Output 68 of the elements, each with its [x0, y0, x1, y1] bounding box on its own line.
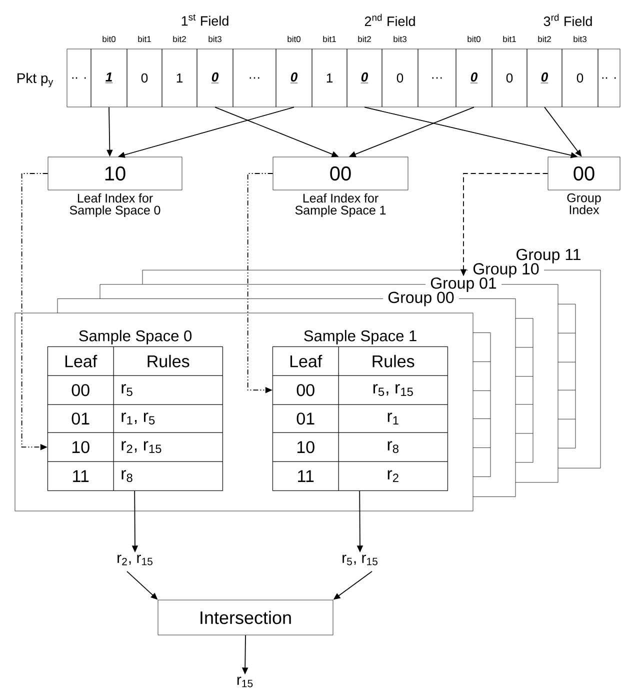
bit-cell: 0	[346, 48, 382, 108]
bit-label: bit1	[323, 36, 336, 42]
table-cell: 10	[47, 432, 114, 462]
bit-label: bit3	[574, 36, 586, 42]
bit-cell: .. .	[66, 48, 92, 108]
bit-cell: …	[232, 48, 276, 108]
bit-cell: 1	[162, 48, 198, 108]
index-caption: Group Index	[567, 193, 601, 214]
bit-cell: 0	[276, 48, 312, 108]
result-text: r$_{2}$, r$_{15}$	[118, 554, 152, 566]
table-cell: 10	[272, 432, 339, 462]
table-cell: 00	[47, 375, 114, 405]
table-cell: Rules	[338, 346, 448, 376]
bit-cell: .. .	[598, 48, 620, 108]
result-text: r$_{5}$, r$_{15}$	[342, 554, 378, 566]
table-cell: 01	[47, 404, 114, 433]
bit-label: bit2	[538, 36, 551, 42]
group-label: Group 00	[386, 290, 456, 308]
bit-cell: 0	[562, 48, 598, 108]
field-label: 2$^{nd}$ Field	[364, 14, 415, 26]
table-cell: 00	[272, 375, 339, 405]
bit-label: bit3	[208, 36, 222, 42]
bit-cell: 0	[456, 48, 492, 108]
bit-label: bit0	[468, 36, 481, 42]
table-cell: r$_{5}$	[113, 375, 223, 405]
bit-cell: 0	[126, 48, 162, 108]
table-cell: r$_{1}$	[338, 404, 448, 433]
bit-cell: 0	[196, 48, 234, 108]
table-cell: r$_{8}$	[338, 432, 448, 462]
group-label: Group 11	[514, 248, 582, 264]
table-cell: 11	[47, 461, 114, 491]
index-caption: Leaf Index for Sample Space 0	[70, 193, 160, 218]
index-box: 10	[48, 156, 182, 190]
table-heading: Sample Space 0	[79, 330, 192, 344]
table-heading: Sample Space 1	[304, 330, 416, 344]
bit-cell: 1	[90, 48, 128, 108]
group-label: Group 01	[429, 276, 498, 293]
bit-cell: 0	[382, 48, 418, 108]
field-label: 1$^{st}$ Field	[182, 14, 228, 26]
table-cell: r$_{1}$, r$_{5}$	[113, 404, 223, 433]
index-box: 00	[548, 156, 620, 190]
result-text: r$_{15}$	[237, 676, 253, 688]
table-cell: Leaf	[272, 346, 339, 376]
bit-label: bit2	[173, 36, 186, 42]
field-label: 3$^{rd}$ Field	[544, 14, 592, 26]
index-box: 00	[272, 156, 408, 190]
group-label: Group 10	[472, 262, 540, 279]
bit-cell: 0	[526, 48, 562, 108]
bit-cell: 1	[312, 48, 348, 108]
bit-label: bit2	[358, 36, 371, 42]
bit-label: bit0	[102, 36, 116, 42]
index-caption: Leaf Index for Sample Space 1	[295, 193, 386, 218]
table-cell: Rules	[113, 346, 223, 376]
table-cell: 01	[272, 404, 339, 433]
bit-label: bit0	[288, 36, 301, 42]
table-cell: 11	[272, 461, 339, 491]
table-cell: Leaf	[47, 346, 114, 376]
table-cell: r$_{2}$	[338, 461, 448, 491]
table-cell: r$_{5}$, r$_{15}$	[338, 375, 448, 405]
table-cell: r$_{8}$	[113, 461, 223, 491]
bit-cell: 0	[492, 48, 528, 108]
bit-label: bit1	[503, 36, 516, 42]
packet-label: Pkt p$_{y}$	[18, 72, 54, 88]
bit-label: bit3	[394, 36, 406, 42]
bit-label: bit1	[138, 36, 151, 42]
process-box: Intersection	[158, 600, 334, 636]
bit-cell: …	[418, 48, 456, 108]
table-cell: r$_{2}$, r$_{15}$	[113, 432, 223, 462]
